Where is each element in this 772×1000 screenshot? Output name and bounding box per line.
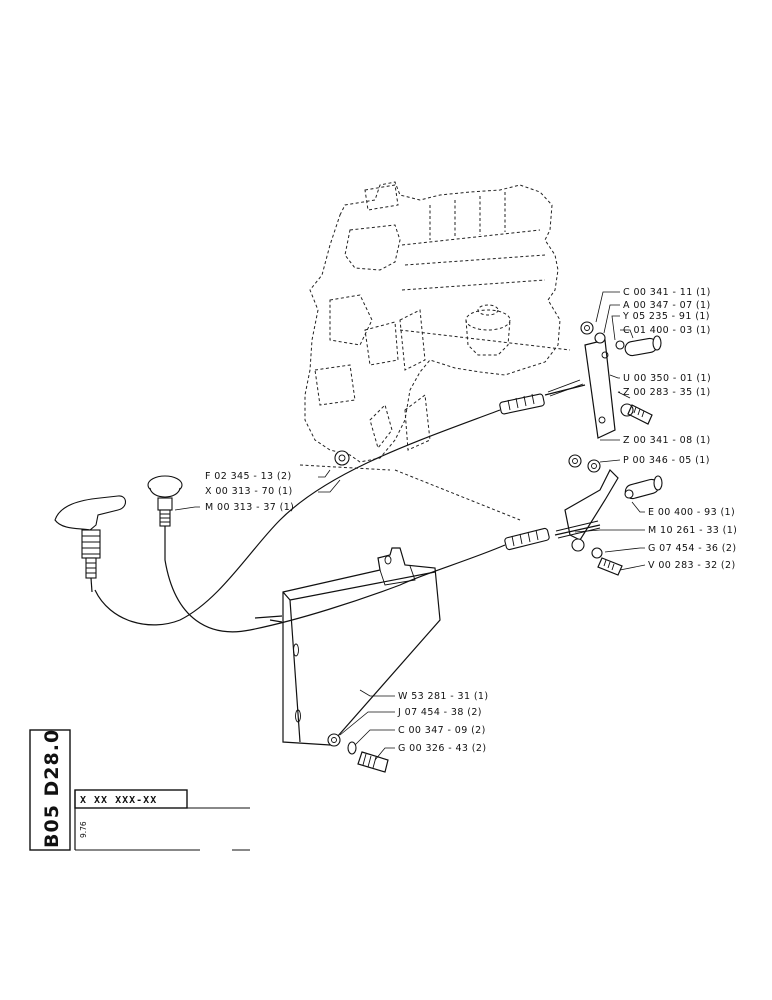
callout-m10261-33: M 10 261 - 33 (1)	[648, 525, 737, 536]
callout-f02345-13: F 02 345 - 13 (2)	[205, 471, 292, 482]
callout-a00347-07: A 00 347 - 07 (1)	[623, 300, 711, 311]
lower-lever-assembly	[564, 454, 663, 576]
mounting-bracket	[254, 547, 441, 746]
callout-u00350-01: U 00 350 - 01 (1)	[623, 373, 711, 384]
upper-control-cable	[94, 379, 586, 626]
callout-c01400-03: C 01 400 - 03 (1)	[623, 325, 711, 336]
callout-z00341-08: Z 00 341 - 08 (1)	[623, 435, 711, 446]
callout-x00313-70: X 00 313 - 70 (1)	[205, 486, 293, 497]
upper-lever-assembly	[580, 321, 662, 439]
title-block: B05 D28.0 X XX XXX-XX 9.76	[29, 729, 250, 851]
mushroom-knob	[147, 475, 183, 527]
callout-w53281-31: W 53 281 - 31 (1)	[398, 691, 489, 702]
callout-y05235-91: Y 05 235 - 91 (1)	[622, 311, 710, 322]
callout-v00283-32: V 00 283 - 32 (2)	[648, 560, 736, 571]
callout-m00313-37: M 00 313 - 37 (1)	[205, 502, 294, 513]
callout-j07454-38: J 07 454 - 38 (2)	[397, 707, 482, 718]
revision-date: 9.76	[79, 821, 88, 838]
bracket-fasteners	[327, 733, 389, 773]
lower-control-cable	[164, 520, 601, 633]
group-code: B05 D28.0	[41, 729, 63, 848]
callout-p00346-05: P 00 346 - 05 (1)	[623, 455, 710, 466]
callout-z00283-35: Z 00 283 - 35 (1)	[623, 387, 711, 398]
part-number-box: X XX XXX-XX	[80, 795, 157, 806]
callout-g07454-36: G 07 454 - 36 (2)	[648, 543, 736, 554]
callout-c00341-11: C 00 341 - 11 (1)	[623, 287, 711, 298]
callout-e00400-93: E 00 400 - 93 (1)	[648, 507, 735, 518]
callout-labels: C 00 341 - 11 (1) A 00 347 - 07 (1) Y 05…	[205, 287, 737, 754]
callout-c00347-09: C 00 347 - 09 (2)	[398, 725, 486, 736]
leader-lines	[174, 291, 646, 761]
nut-f02345	[334, 450, 350, 466]
engine-pump-phantom	[299, 181, 571, 521]
t-handle-knob	[54, 495, 127, 593]
callout-g00326-43: G 00 326 - 43 (2)	[398, 743, 486, 754]
